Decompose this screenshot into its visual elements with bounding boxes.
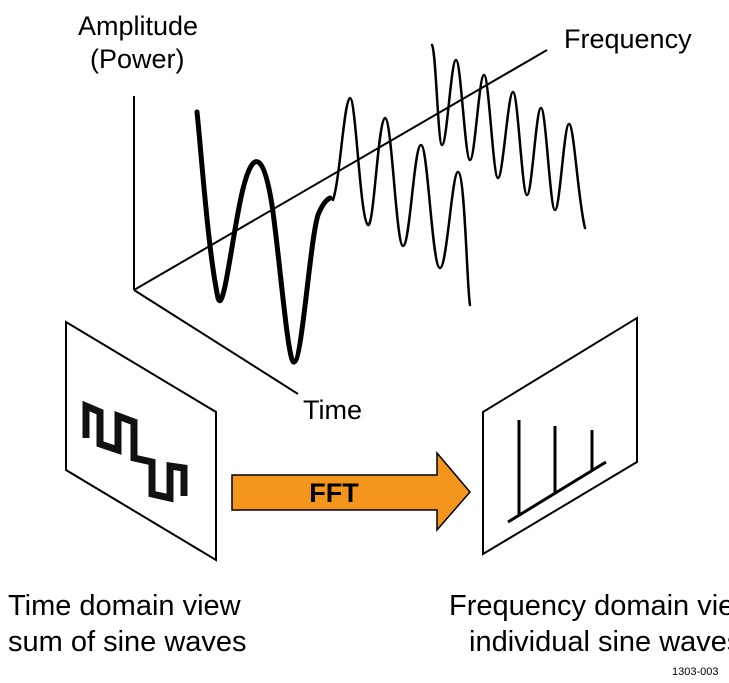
sine-waves [194,43,587,365]
time-domain-caption-line2: sum of sine waves [8,626,247,658]
frequency-domain-frame [482,316,638,556]
spectrum-baseline [507,460,607,524]
time-label: Time [303,395,362,425]
time-domain-panel [65,320,217,562]
third-harmonic-wave [331,96,472,307]
axes [133,49,548,395]
figure-code: 1303-003 [672,666,719,678]
frequency-domain-caption-line1: Frequency domain view [449,590,729,622]
time-domain-frame [65,320,217,562]
fft-arrow-shape [231,450,471,533]
frequency-label: Frequency [564,24,692,54]
fundamental-wave [194,109,333,365]
fft-arrow-label: FFT [309,478,359,508]
fft-arrow: FFT [231,450,471,533]
amplitude-label: Amplitude [78,11,199,41]
time-domain-caption-line1: Time domain view [8,590,241,622]
frequency-axis [133,49,548,291]
power-label: (Power) [90,44,185,74]
spectrum-icon [507,420,607,524]
fifth-harmonic-wave [430,43,587,230]
time-axis [133,289,299,395]
frequency-domain-panel [482,316,638,556]
square-wave-icon [82,400,188,503]
frequency-domain-caption-line2: individual sine waves [469,626,729,658]
